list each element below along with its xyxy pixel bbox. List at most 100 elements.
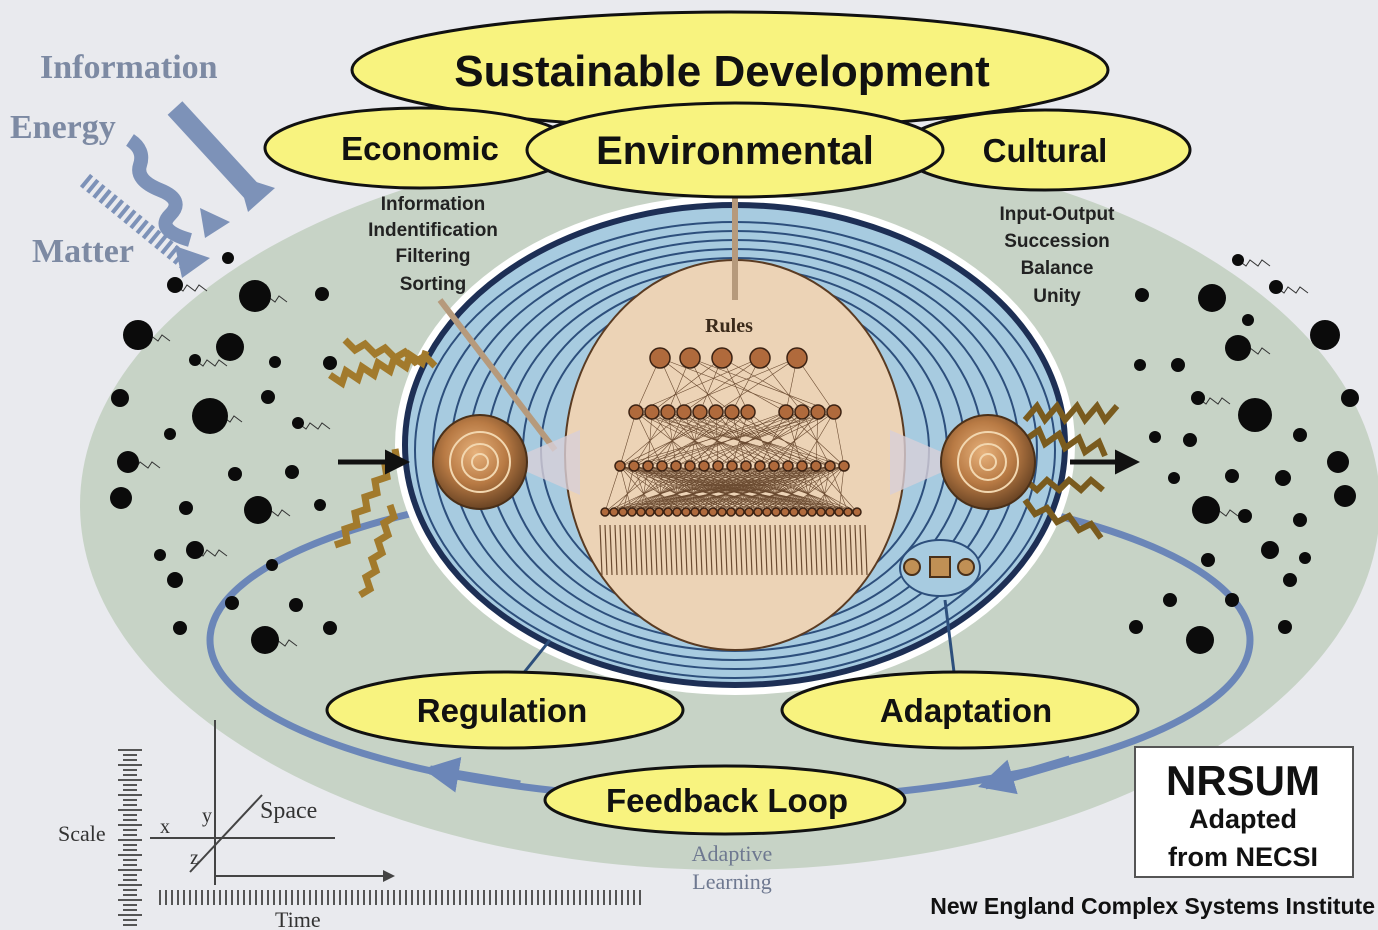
network-link: [785, 411, 803, 467]
network-fiber: [709, 524, 713, 576]
network-link: [759, 411, 787, 467]
network-link: [613, 465, 649, 513]
cultural-label: Cultural: [983, 132, 1108, 169]
network-fiber: [684, 524, 688, 576]
network-link: [717, 465, 813, 513]
particle: [173, 621, 187, 635]
network-node: [672, 507, 682, 517]
network-node: [749, 347, 771, 369]
network-link: [675, 411, 717, 467]
particle: [189, 354, 201, 366]
network-link: [715, 411, 803, 467]
left-notes: Information Indentification Filtering So…: [368, 194, 498, 295]
network-link: [815, 465, 831, 513]
particle: [269, 356, 281, 368]
particle: [1278, 620, 1292, 634]
network-node: [676, 404, 692, 420]
environmental-ellipse: [525, 101, 945, 199]
network-link: [631, 465, 789, 513]
network-node: [656, 460, 668, 472]
network-link: [661, 411, 803, 467]
network-fiber: [794, 524, 798, 576]
network-link: [659, 357, 733, 413]
regulation-label: Regulation: [417, 692, 588, 729]
network-fiber: [599, 524, 603, 576]
network-link: [619, 411, 803, 467]
network-link: [613, 465, 691, 513]
network-node: [753, 507, 763, 517]
note-information: Information: [381, 194, 486, 215]
network-link: [683, 357, 761, 413]
network-link: [715, 411, 719, 467]
particle: [228, 467, 242, 481]
particle: [323, 356, 337, 370]
network-fiber: [729, 524, 733, 576]
network-link: [676, 465, 845, 513]
network-link: [649, 465, 677, 513]
network-node: [618, 507, 628, 517]
network-node: [824, 460, 836, 472]
network-node: [816, 507, 826, 517]
network-link: [651, 411, 733, 467]
network-fiber: [669, 524, 673, 576]
particle: [1149, 431, 1161, 443]
network-node: [670, 460, 682, 472]
network-fiber: [804, 524, 808, 576]
particle: [1198, 284, 1226, 312]
network-link: [717, 465, 840, 513]
network-fiber: [734, 524, 738, 576]
network-link: [731, 411, 747, 467]
learning-label: Learning: [692, 869, 771, 894]
particle: [315, 287, 329, 301]
note-sorting: Sorting: [400, 274, 467, 295]
network-fiber: [754, 524, 758, 576]
network-link: [731, 465, 750, 513]
network-link: [649, 465, 803, 513]
network-fiber: [679, 524, 683, 576]
particle: [1232, 254, 1244, 266]
note-unity: Unity: [1033, 286, 1081, 307]
network-link: [731, 411, 789, 467]
network-link: [640, 465, 733, 513]
network-fiber: [759, 524, 763, 576]
network-fiber: [604, 524, 608, 576]
network-node: [778, 404, 794, 420]
network-fiber: [714, 524, 718, 576]
network-fiber: [609, 524, 613, 576]
network-link: [689, 411, 749, 467]
network-fiber: [674, 524, 678, 576]
network-link: [689, 357, 835, 413]
axes-inset: Scale Space Time x y z: [58, 720, 641, 930]
network-link: [815, 465, 858, 513]
particle: [1192, 496, 1220, 524]
network-node: [609, 507, 619, 517]
network-node: [838, 460, 850, 472]
network-link: [739, 465, 789, 513]
network-link: [801, 465, 813, 513]
particle: [110, 487, 132, 509]
particle: [289, 598, 303, 612]
network-fiber: [819, 524, 823, 576]
particle: [292, 417, 304, 429]
particle: [1334, 485, 1356, 507]
network-node: [735, 507, 745, 517]
network-link: [613, 465, 817, 513]
network-link: [675, 411, 787, 467]
network-link: [773, 465, 777, 513]
network-link: [689, 465, 750, 513]
network-node: [740, 460, 752, 472]
network-fiber: [779, 524, 783, 576]
particle: [1225, 593, 1239, 607]
network-link: [667, 465, 733, 513]
particle: [314, 499, 326, 511]
network-link: [721, 357, 819, 413]
network-link: [717, 411, 787, 467]
network-link: [773, 411, 819, 467]
particle: [239, 280, 271, 312]
network-link: [640, 465, 775, 513]
network-node: [708, 404, 724, 420]
network-link: [667, 465, 691, 513]
network-node: [698, 460, 710, 472]
particle: [1134, 359, 1146, 371]
